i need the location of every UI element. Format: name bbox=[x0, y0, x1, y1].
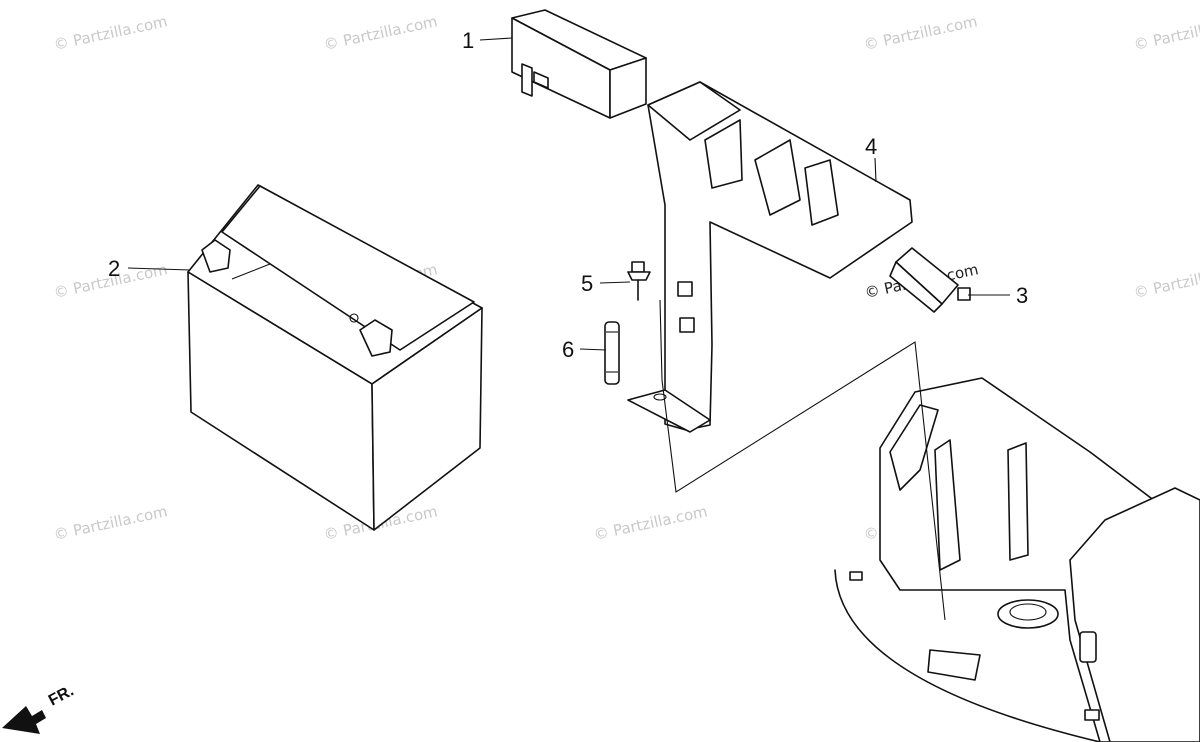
callout-5: 5 bbox=[581, 271, 593, 296]
watermark: © Partzilla.com bbox=[52, 502, 169, 544]
assembly-guide-lines bbox=[659, 299, 946, 621]
watermark: © Partzilla.com bbox=[862, 12, 979, 54]
front-label: FR. bbox=[46, 682, 77, 709]
callout-4: 4 bbox=[865, 134, 877, 159]
callout-2: 2 bbox=[108, 256, 120, 281]
front-direction-indicator: FR. bbox=[2, 682, 77, 734]
watermark: © Partzilla.com bbox=[322, 12, 439, 54]
callouts: 1 2 3 4 5 6 bbox=[108, 28, 1028, 362]
battery-tray bbox=[834, 377, 1200, 742]
watermark: © Partzilla.com bbox=[592, 502, 709, 544]
part-5-bolt[interactable] bbox=[627, 261, 651, 301]
watermark: © Partzilla.com bbox=[52, 12, 169, 54]
leader-lines bbox=[127, 37, 1010, 351]
callout-6: 6 bbox=[562, 337, 574, 362]
part-3-connector[interactable] bbox=[889, 247, 971, 313]
watermark: © Partzilla.com bbox=[1132, 260, 1200, 302]
part-2-battery[interactable] bbox=[187, 184, 483, 531]
front-arrow-icon bbox=[2, 706, 46, 734]
part-4-battery-holder[interactable] bbox=[627, 81, 913, 433]
callout-3: 3 bbox=[1016, 283, 1028, 308]
callout-1: 1 bbox=[462, 28, 474, 53]
part-6-fuse[interactable] bbox=[604, 321, 620, 385]
part-1-relay-box[interactable] bbox=[511, 9, 647, 119]
watermark: © Partzilla.com bbox=[1132, 12, 1200, 54]
